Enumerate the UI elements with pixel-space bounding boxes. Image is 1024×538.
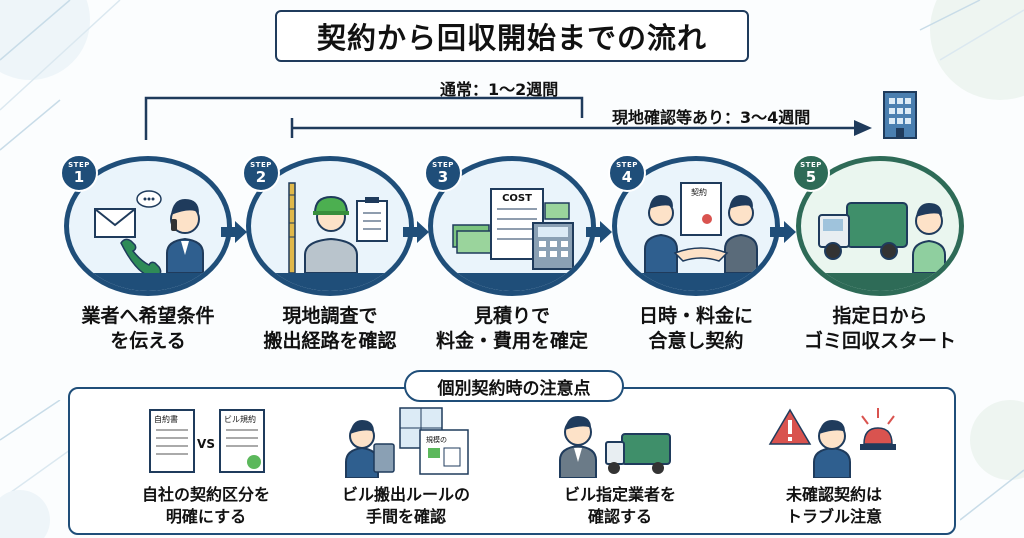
step-badge-label: STEP bbox=[68, 161, 90, 169]
step-badge-number: 1 bbox=[73, 168, 85, 186]
step-caption-line2: 料金・費用を確定 bbox=[435, 330, 588, 352]
step-badge: STEP 1 bbox=[60, 154, 98, 192]
building-rules-icon: 規模の bbox=[345, 407, 469, 478]
note-contract-right-label: ビル規約 bbox=[224, 414, 256, 424]
corner-decoration-bottom-right bbox=[960, 400, 1024, 521]
step-circle bbox=[64, 156, 232, 296]
notes-title: 個別契約時の注意点 bbox=[404, 370, 624, 402]
note-rules-label: 規模の bbox=[426, 435, 447, 444]
note-caption-line1: ビル指定業者を bbox=[563, 485, 676, 504]
garbage-truck-icon bbox=[818, 202, 946, 273]
step-caption: 指定日から ゴミ回収スタート bbox=[776, 304, 984, 354]
flow-arrow-icon bbox=[403, 221, 429, 243]
step-badge-label: STEP bbox=[250, 161, 272, 169]
step-badge-number: 2 bbox=[255, 168, 267, 186]
flow-arrow-icon bbox=[221, 221, 247, 243]
step-badge-number: 4 bbox=[621, 168, 633, 186]
flow-arrow-icon bbox=[770, 221, 796, 243]
step-badge-label: STEP bbox=[616, 161, 638, 169]
step-caption-line1: 指定日から bbox=[832, 305, 928, 327]
step-band bbox=[263, 273, 399, 291]
timeline-long-label: 現地確認等あり：3〜4週間 bbox=[612, 108, 811, 127]
step-caption-line1: 現地調査で bbox=[282, 305, 378, 327]
note-caption-line2: トラブル注意 bbox=[785, 507, 882, 526]
step-badge-number: 5 bbox=[805, 168, 817, 186]
designated-vendor-icon bbox=[559, 416, 671, 478]
step-band bbox=[813, 273, 949, 291]
building-icon bbox=[883, 91, 917, 139]
step-band bbox=[629, 273, 765, 291]
step-badge-label: STEP bbox=[800, 161, 822, 169]
note-caption: ビル指定業者を 確認する bbox=[520, 484, 720, 528]
step-caption-line2: 搬出経路を確認 bbox=[263, 330, 397, 352]
step-caption: 業者へ希望条件 を伝える bbox=[44, 304, 252, 354]
note-vs-label: VS bbox=[197, 437, 215, 451]
note-contract-left-label: 自約書 bbox=[154, 414, 178, 424]
cost-label: COST bbox=[502, 193, 532, 204]
step-caption-line1: 見積りで bbox=[473, 305, 550, 327]
note-caption-line1: 自社の契約区分を bbox=[141, 485, 270, 504]
cost-estimate-icon: COST bbox=[452, 188, 574, 270]
step-badge: STEP 2 bbox=[242, 154, 280, 192]
timeline-normal-label: 通常：1〜2週間 bbox=[440, 80, 559, 99]
step-caption: 見積りで 料金・費用を確定 bbox=[408, 304, 616, 354]
contract-compare-icon: 自約書 VS ビル規約 bbox=[149, 409, 265, 473]
step-caption-line1: 日時・料金に bbox=[638, 305, 753, 327]
corner-decoration-top-left bbox=[0, 0, 121, 151]
warning-alarm-icon bbox=[768, 408, 896, 478]
phone-email-icon bbox=[94, 190, 204, 273]
step-caption-line2: ゴミ回収スタート bbox=[803, 330, 956, 352]
contract-label: 契約 bbox=[691, 187, 707, 197]
step-caption-line2: を伝える bbox=[110, 330, 186, 352]
note-caption: 自社の契約区分を 明確にする bbox=[106, 484, 306, 528]
corner-decoration-top-right bbox=[919, 0, 1024, 100]
note-caption-line2: 手間を確認 bbox=[365, 507, 446, 526]
step-badge: STEP 3 bbox=[424, 154, 462, 192]
corner-decoration-bottom-left bbox=[0, 400, 70, 538]
handshake-contract-icon: 契約 bbox=[644, 182, 758, 273]
step-caption: 現地調査で 搬出経路を確認 bbox=[226, 304, 434, 354]
note-caption: ビル搬出ルールの 手間を確認 bbox=[306, 484, 506, 528]
note-caption-line1: ビル搬出ルールの bbox=[341, 485, 470, 504]
step-caption-line1: 業者へ希望条件 bbox=[81, 305, 215, 327]
step-badge-number: 3 bbox=[437, 168, 449, 186]
note-caption-line1: 未確認契約は bbox=[785, 485, 882, 504]
step-badge: STEP 5 bbox=[792, 154, 830, 192]
step-band bbox=[445, 273, 581, 291]
flow-arrow-icon bbox=[586, 221, 612, 243]
step-caption: 日時・料金に 合意し契約 bbox=[592, 304, 800, 354]
step-badge: STEP 4 bbox=[608, 154, 646, 192]
step-band bbox=[81, 273, 217, 291]
worker-survey-icon bbox=[288, 182, 388, 273]
step-caption-line2: 合意し契約 bbox=[648, 330, 744, 352]
note-caption-line2: 確認する bbox=[587, 507, 652, 526]
note-caption-line2: 明確にする bbox=[165, 507, 247, 526]
step-badge-label: STEP bbox=[432, 161, 454, 169]
note-caption: 未確認契約は トラブル注意 bbox=[734, 484, 934, 528]
notes-panel bbox=[68, 387, 956, 535]
page-title: 契約から回収開始までの流れ bbox=[275, 10, 749, 62]
